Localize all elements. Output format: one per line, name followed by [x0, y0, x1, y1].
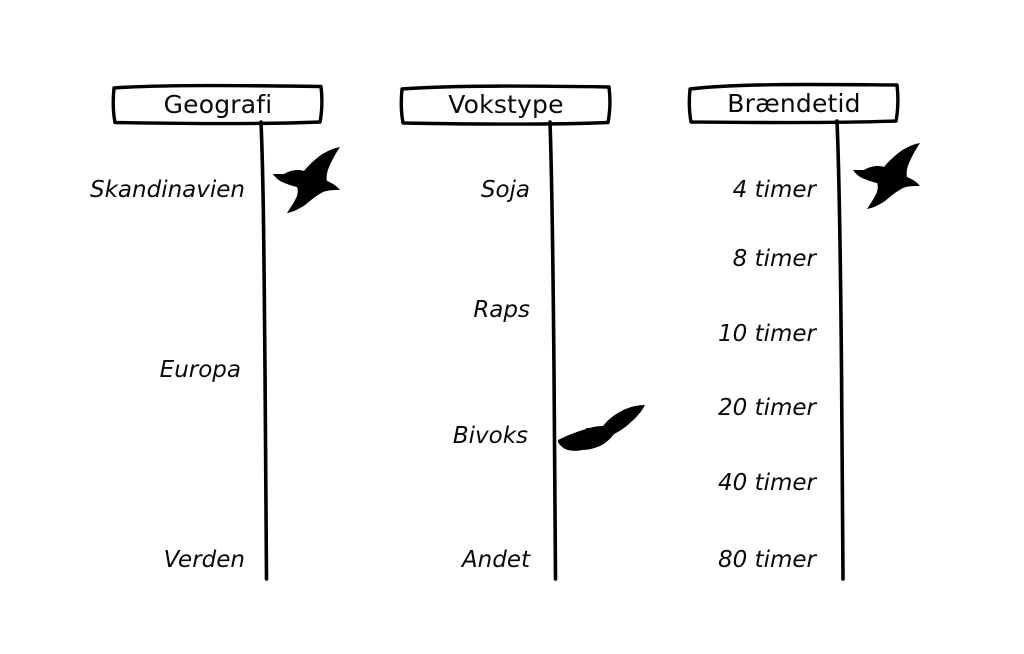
header-box-braendetid[interactable]: Brændetid	[686, 81, 902, 125]
item-label-andet[interactable]: Andet	[461, 547, 530, 573]
item-label-bivoks[interactable]: Bivoks	[452, 423, 528, 449]
header-box-outline-icon	[399, 84, 612, 126]
header-box-outline-icon	[687, 82, 900, 125]
axis-line-vokstype	[548, 120, 558, 581]
header-label-vokstype: Vokstype	[448, 89, 564, 119]
header-box-vokstype[interactable]: Vokstype	[398, 82, 614, 126]
item-label-20-timer[interactable]: 20 timer	[718, 395, 816, 421]
item-label-8-timer[interactable]: 8 timer	[732, 246, 816, 272]
item-label-4-timer[interactable]: 4 timer	[732, 177, 816, 203]
bird-flapping-icon	[273, 147, 340, 213]
column-geografi: Geografi Skandinavien Europa Verden	[0, 0, 340, 654]
header-box-geografi[interactable]: Geografi	[110, 82, 326, 126]
item-label-40-timer[interactable]: 40 timer	[718, 470, 816, 496]
bird-flapping-icon	[853, 143, 920, 209]
header-box-outline-icon	[111, 83, 324, 126]
item-label-10-timer[interactable]: 10 timer	[718, 321, 816, 347]
item-label-verden[interactable]: Verden	[163, 547, 245, 573]
column-braendetid: Brændetid 4 timer 8 timer 10 timer 20 ti…	[0, 0, 920, 654]
item-label-skandinavien[interactable]: Skandinavien	[90, 177, 245, 203]
axis-line-geografi	[259, 120, 269, 581]
item-label-soja[interactable]: Soja	[480, 177, 530, 203]
column-vokstype: Vokstype Soja Raps Bivoks Andet	[0, 0, 645, 654]
item-label-raps[interactable]: Raps	[473, 297, 530, 323]
header-label-geografi: Geografi	[163, 89, 273, 119]
axis-line-braendetid	[835, 119, 845, 581]
item-label-80-timer[interactable]: 80 timer	[718, 547, 816, 573]
item-label-europa[interactable]: Europa	[159, 357, 241, 383]
bird-gliding-icon	[558, 405, 645, 451]
header-label-braendetid: Brændetid	[727, 88, 861, 118]
